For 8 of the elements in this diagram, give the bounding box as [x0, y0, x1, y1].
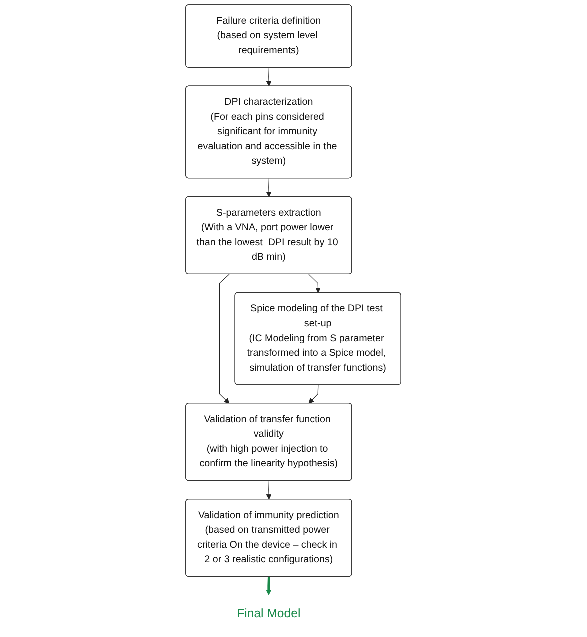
arrow — [219, 274, 230, 404]
arrow — [308, 384, 319, 404]
arrow — [266, 68, 272, 87]
arrow — [266, 480, 272, 500]
arrow — [308, 274, 321, 294]
node-text: Final Model — [237, 606, 301, 620]
arrow — [266, 178, 272, 198]
arrow — [266, 577, 272, 596]
